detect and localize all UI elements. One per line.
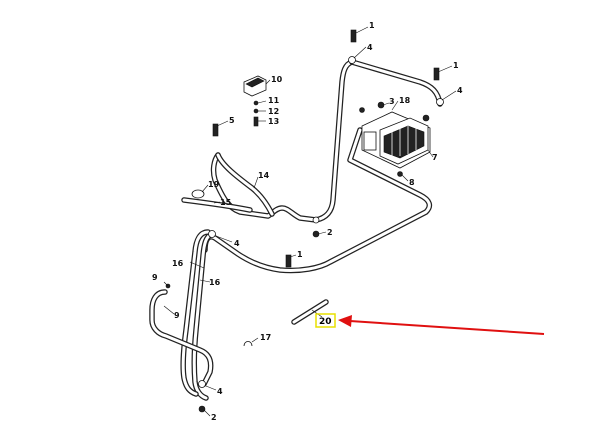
small-hardware bbox=[253, 100, 259, 127]
callout-9: 9 bbox=[152, 273, 158, 282]
highlight-box bbox=[315, 313, 336, 328]
callout-15: 15 bbox=[220, 198, 232, 207]
callout-2: 2 bbox=[211, 413, 217, 422]
callout-16: 16 bbox=[172, 259, 184, 268]
callout-4: 4 bbox=[234, 239, 240, 248]
red-pointer-arrow bbox=[338, 315, 545, 335]
callout-12: 12 bbox=[268, 107, 279, 116]
canister-assembly bbox=[359, 107, 431, 169]
pipe-assembly bbox=[149, 59, 443, 401]
callout-labels: 1 4 1 4 10 11 12 13 3 18 5 7 8 14 19 15 … bbox=[152, 21, 463, 422]
callout-11: 11 bbox=[268, 96, 280, 105]
callout-9: 9 bbox=[174, 311, 180, 320]
callout-7: 7 bbox=[432, 153, 438, 162]
callout-17: 17 bbox=[260, 333, 271, 342]
part-10-bracket bbox=[243, 75, 267, 97]
callout-13: 13 bbox=[268, 117, 279, 126]
clips bbox=[198, 56, 444, 388]
callout-8: 8 bbox=[409, 178, 415, 187]
callout-1: 1 bbox=[369, 21, 375, 30]
callout-18: 18 bbox=[399, 96, 411, 105]
callout-4: 4 bbox=[217, 387, 223, 396]
highlighted-part: 20 bbox=[315, 313, 336, 328]
leader-lines bbox=[163, 26, 457, 417]
callout-1: 1 bbox=[297, 250, 303, 259]
callout-14: 14 bbox=[258, 171, 270, 180]
callout-3: 3 bbox=[389, 97, 395, 106]
callout-16: 16 bbox=[209, 278, 221, 287]
callout-4: 4 bbox=[367, 43, 373, 52]
callout-2: 2 bbox=[327, 228, 333, 237]
callout-19: 19 bbox=[208, 180, 220, 189]
callout-20: 20 bbox=[319, 317, 332, 327]
callout-1: 1 bbox=[453, 61, 459, 70]
callout-10: 10 bbox=[271, 75, 283, 84]
callout-5: 5 bbox=[229, 116, 235, 125]
rings bbox=[191, 189, 253, 347]
callout-4: 4 bbox=[457, 86, 463, 95]
